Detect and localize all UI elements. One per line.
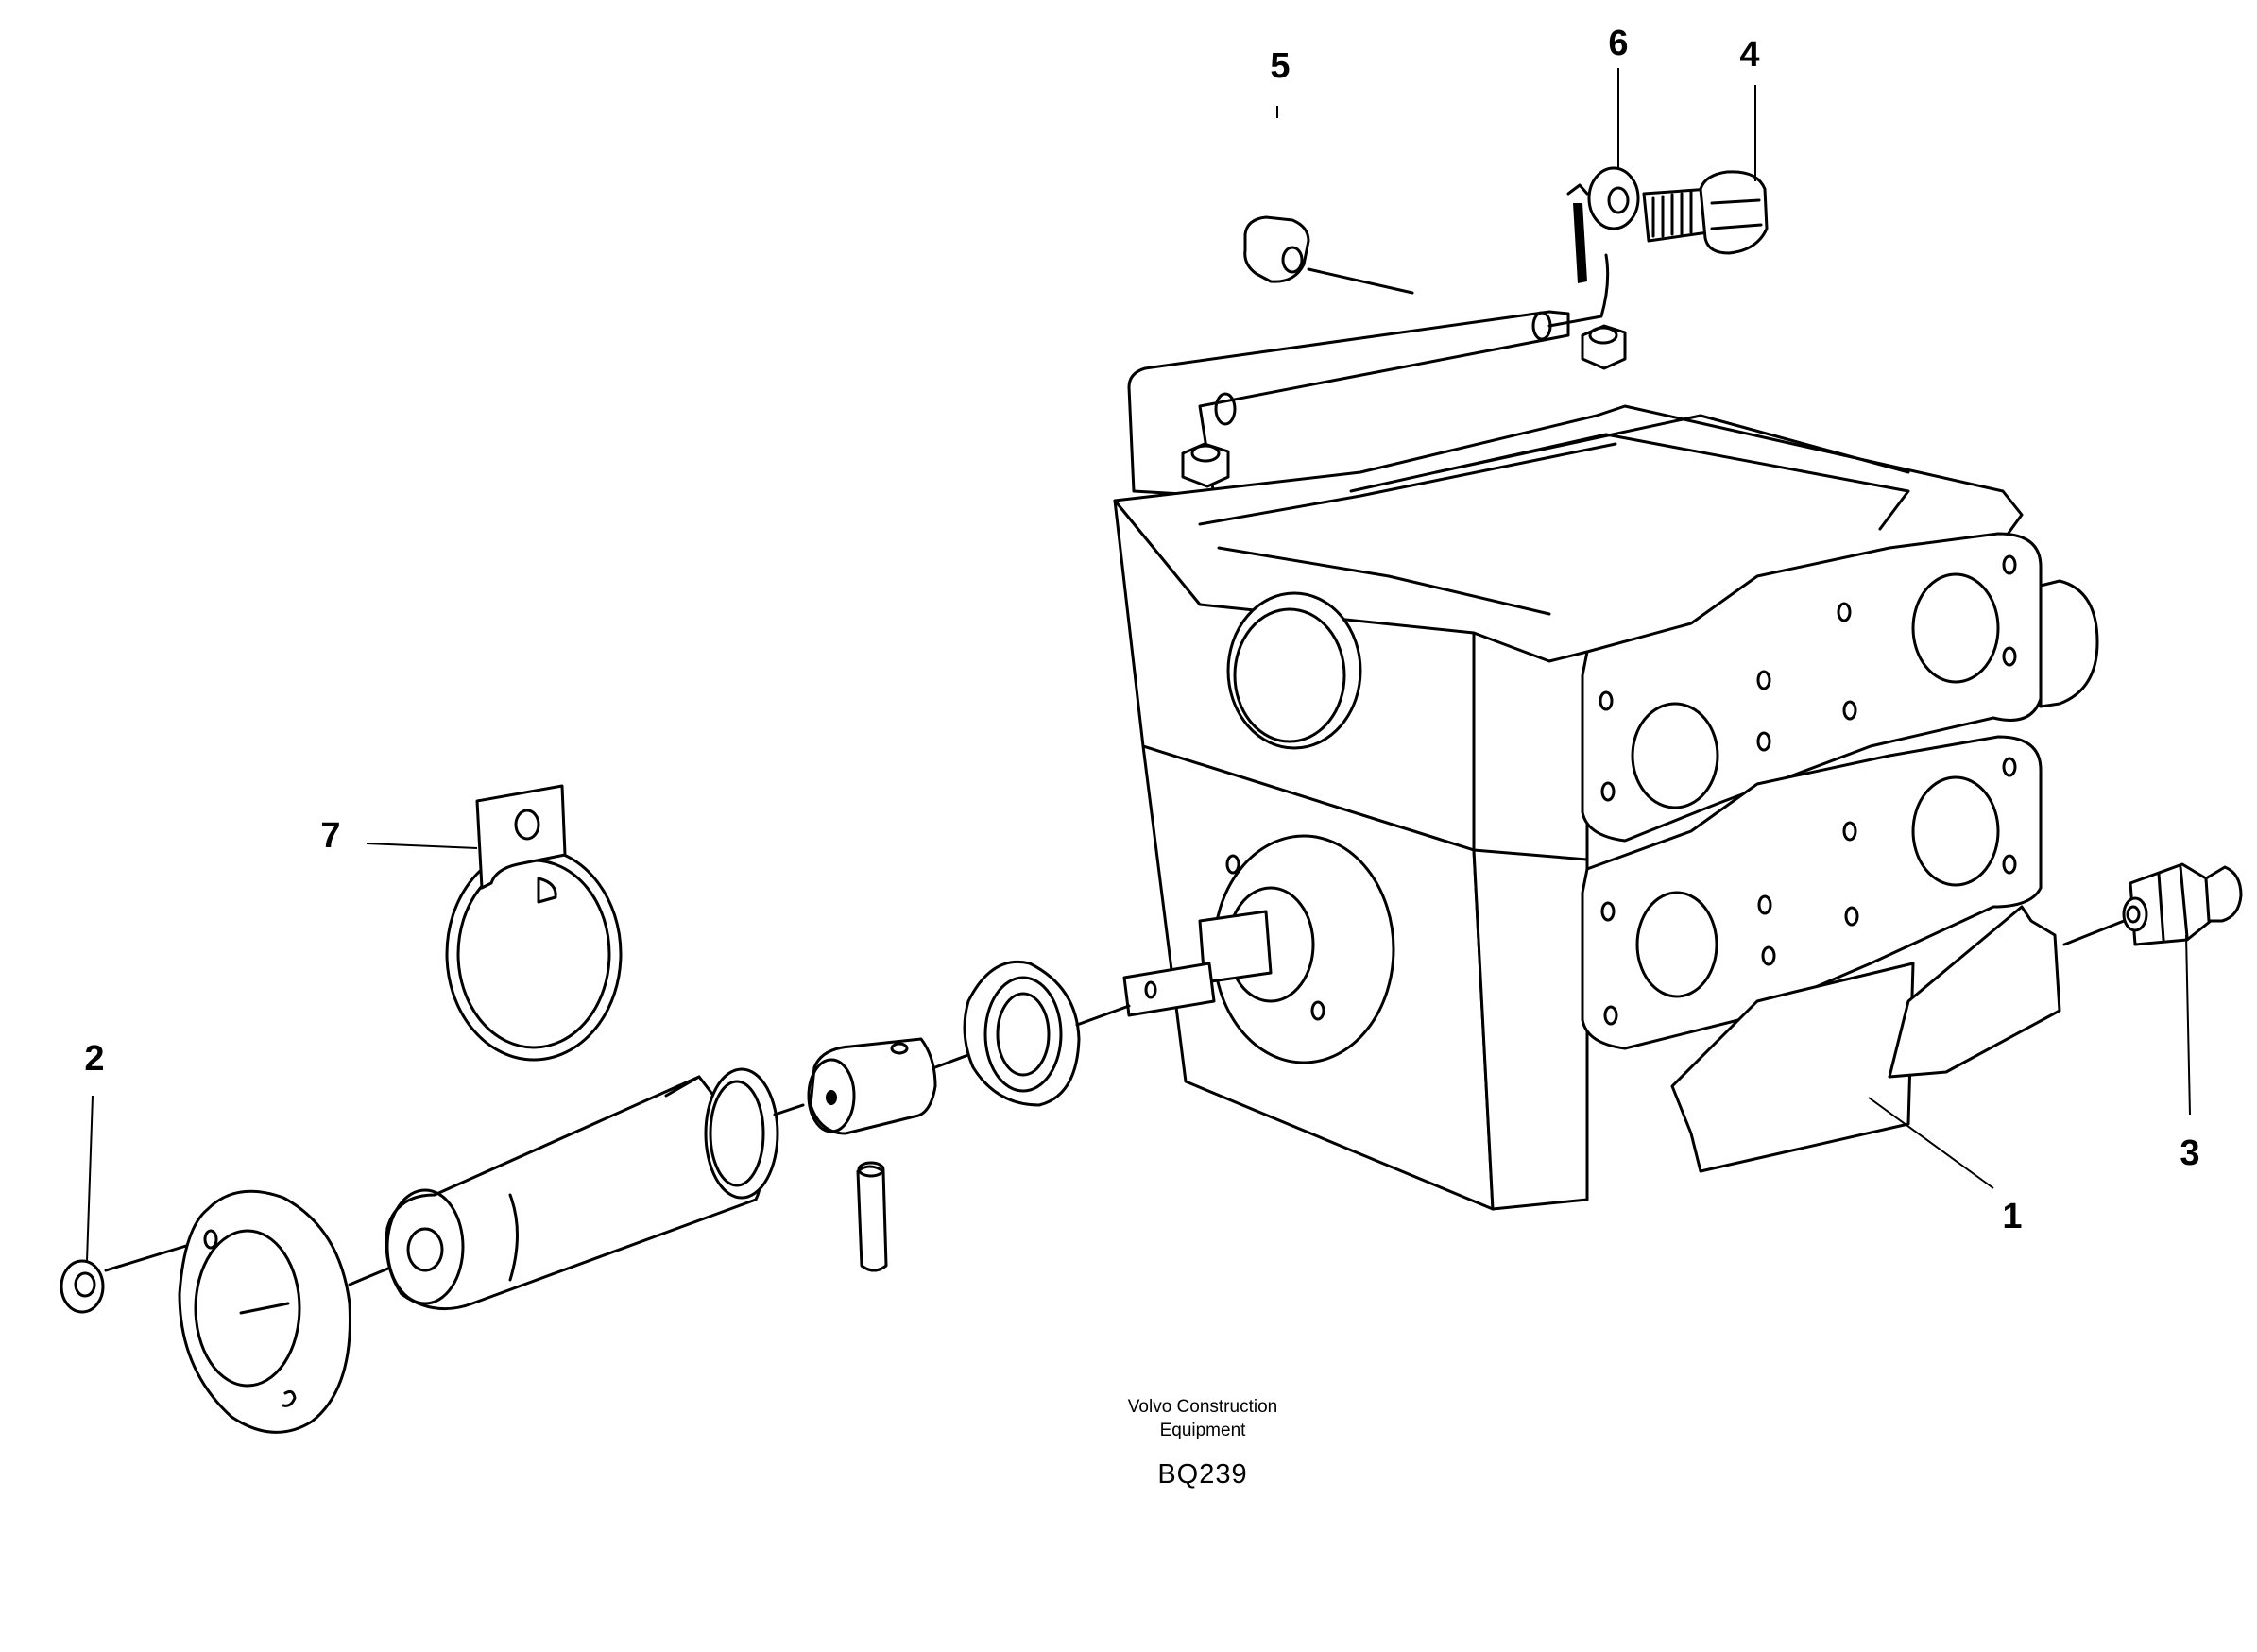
callout-4: 4 (1739, 35, 1759, 75)
fitting-part-3 (2062, 862, 2243, 946)
callout-6: 6 (1608, 24, 1628, 63)
nut-part-2 (60, 1240, 200, 1314)
callout-5: 5 (1270, 46, 1290, 86)
leader-3 (2185, 934, 2191, 1116)
bolt-part-4 (1642, 170, 1769, 255)
caption-line-1: Volvo Construction (1128, 1397, 1277, 1417)
caption-line-2: Equipment (1160, 1421, 1247, 1440)
control-valve-housing (1113, 310, 2099, 1211)
callout-1: 1 (2002, 1197, 2022, 1236)
seal-ring (963, 960, 1131, 1107)
sleeve (385, 1067, 779, 1311)
leader-lines (86, 68, 2191, 1262)
callout-3: 3 (2180, 1133, 2199, 1173)
callout-2: 2 (84, 1039, 104, 1079)
coupling (773, 1037, 975, 1135)
pin (856, 1161, 888, 1272)
cover-flange (178, 1189, 408, 1434)
leader-2 (86, 1095, 94, 1262)
nut-part-5 (1243, 215, 1414, 295)
washer-part-6 (1547, 166, 1640, 328)
clamp-ring-part-7 (445, 784, 623, 1062)
leader-1 (1868, 1097, 1994, 1189)
callout-7: 7 (320, 816, 340, 856)
leader-7 (366, 843, 478, 849)
drawing-code: BQ239 (1157, 1459, 1247, 1490)
